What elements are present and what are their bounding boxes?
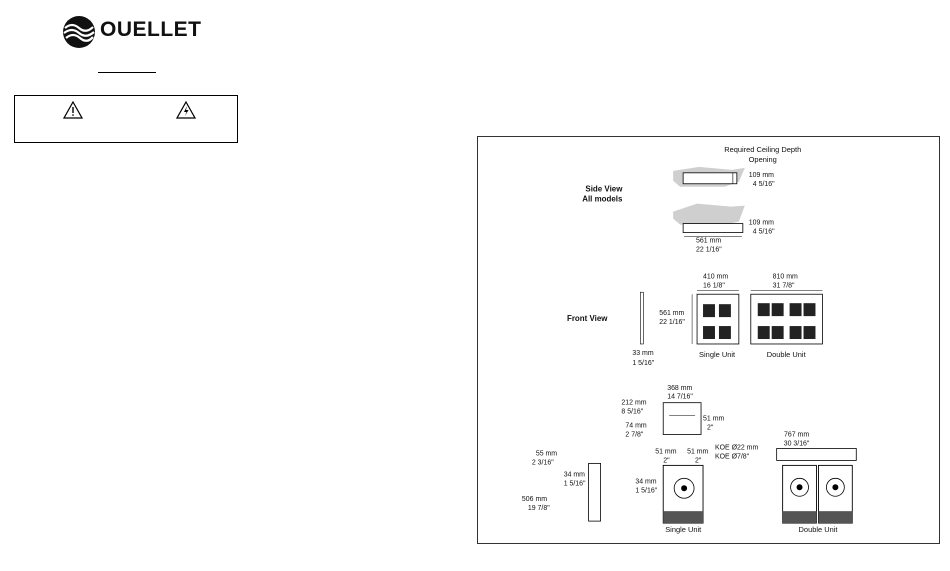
wave-logo-icon — [63, 16, 95, 48]
height-mm-label: 561 mm — [659, 310, 684, 317]
inner-mm-label: 34 mm — [564, 471, 585, 478]
tall-in-label: 19 7/8" — [528, 505, 550, 512]
required-depth-title: Required Ceiling Depth — [724, 145, 801, 154]
side-view-recessed — [673, 166, 745, 187]
warning-box — [14, 95, 238, 143]
edge1-mm-label: 51 mm — [655, 448, 676, 455]
side-view-sublabel: All models — [582, 195, 623, 204]
edge2-mm-label: 51 mm — [687, 448, 708, 455]
divider-line — [98, 72, 156, 73]
single-unit-bottom-label: Single Unit — [665, 525, 702, 534]
warning-triangle-icon — [63, 101, 83, 119]
top-mm-label: 55 mm — [536, 450, 557, 457]
double-width-mm-label: 810 mm — [773, 273, 798, 280]
edge1-in-label: 2" — [663, 457, 670, 464]
plate-height-in-label: 8 5/16" — [621, 409, 643, 416]
plate-side-mm-label: 51 mm — [703, 416, 724, 423]
side-view-label: Side View — [585, 185, 623, 194]
double-bottom-width-mm-label: 767 mm — [784, 432, 809, 439]
single-unit-label: Single Unit — [699, 350, 736, 359]
koe-in-label: KOE Ø7/8" — [715, 453, 750, 460]
thickness-mm-label: 33 mm — [632, 350, 653, 357]
depth-in-label: 4 5/16" — [753, 181, 775, 188]
installation-dimensions-diagram: Required Ceiling Depth Opening Side View… — [477, 136, 940, 544]
height-in-label: 22 1/16" — [659, 319, 685, 326]
double-bottom-width-in-label: 30 3/16" — [784, 440, 810, 447]
depth-mm-label: 109 mm — [749, 172, 774, 179]
double-unit-label: Double Unit — [767, 350, 807, 359]
plate-width-in-label: 14 7/16" — [667, 394, 693, 401]
top-in-label: 2 3/16" — [532, 459, 554, 466]
mounting-plate — [662, 402, 702, 435]
single-unit-open — [662, 464, 704, 524]
plate-side-in-label: 2" — [707, 425, 714, 432]
plate-offset-in-label: 2 7/8" — [625, 432, 643, 439]
plate-width-mm-label: 368 mm — [667, 385, 692, 392]
brand-name: OUELLET — [100, 18, 202, 41]
single-width-in-label: 16 1/8" — [703, 282, 725, 289]
double-unit-bottom-label: Double Unit — [799, 525, 839, 534]
tall-mm-label: 506 mm — [522, 496, 547, 503]
inner-in-label: 1 5/16" — [564, 480, 586, 487]
single-unit-front — [696, 293, 740, 345]
side-profile-unit — [588, 462, 601, 522]
plate-height-mm-label: 212 mm — [621, 400, 646, 407]
plate-offset-mm-label: 74 mm — [625, 423, 646, 430]
koe-mm-label: KOE Ø22 mm — [715, 444, 758, 451]
depth-mm-label-2: 109 mm — [749, 220, 774, 227]
fan-offset-mm-label: 34 mm — [635, 478, 656, 485]
length-mm-label: 561 mm — [696, 237, 721, 244]
thickness-in-label: 1 5/16" — [632, 360, 654, 367]
edge2-in-label: 2" — [695, 457, 702, 464]
double-unit-open — [776, 448, 857, 524]
front-view-thickness — [640, 291, 644, 345]
depth-in-label-2: 4 5/16" — [753, 229, 775, 236]
double-unit-front — [750, 293, 823, 345]
fan-offset-in-label: 1 5/16" — [635, 487, 657, 494]
single-width-mm-label: 410 mm — [703, 273, 728, 280]
side-view-surface — [673, 203, 745, 237]
electric-shock-icon — [176, 101, 196, 119]
length-in-label: 22 1/16" — [696, 246, 722, 253]
required-depth-subtitle: Opening — [749, 155, 777, 164]
front-view-label: Front View — [567, 314, 608, 323]
ouellet-logo — [63, 16, 95, 48]
double-width-in-label: 31 7/8" — [773, 282, 795, 289]
